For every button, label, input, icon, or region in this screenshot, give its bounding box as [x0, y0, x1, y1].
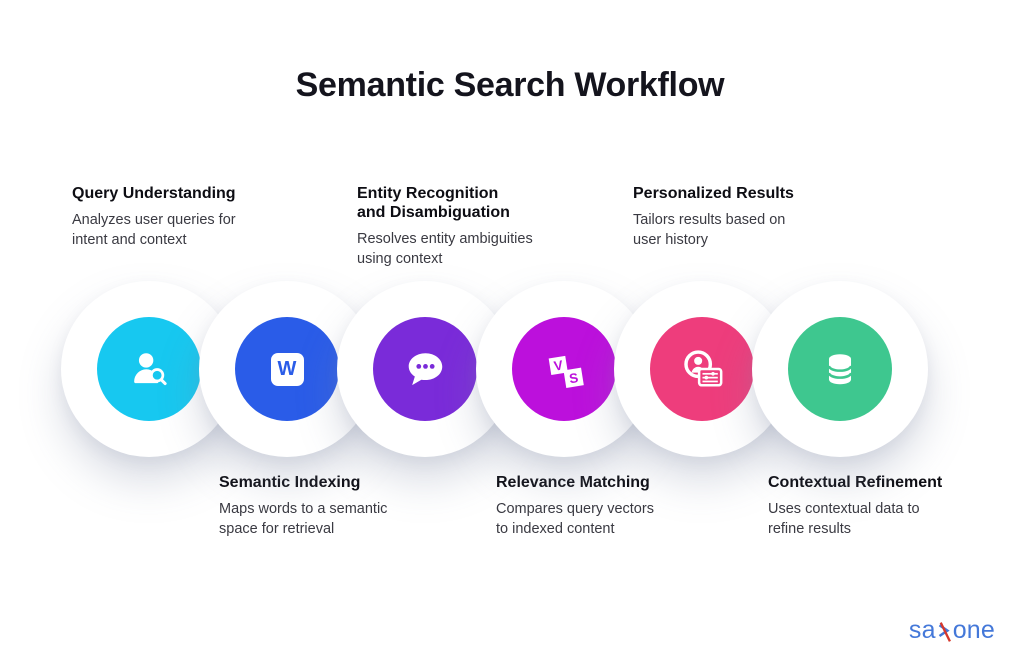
step-heading: Semantic Indexing	[219, 474, 361, 491]
icon-letter-v: V	[553, 357, 564, 373]
step-description: Compares query vectors to indexed conten…	[496, 500, 654, 538]
step-disc	[650, 317, 754, 421]
step-heading: Entity Recognition and Disambiguation	[357, 185, 510, 221]
step-label-entity-recognition: Entity Recognition and Disambiguation Re…	[357, 185, 607, 270]
word-w-icon: W	[270, 352, 304, 386]
step-description: Maps words to a semantic space for retri…	[219, 500, 388, 538]
logo-text-start: sa	[908, 616, 936, 644]
step-description: Analyzes user queries for intent and con…	[72, 211, 236, 249]
step-disc	[373, 317, 477, 421]
step-disc	[788, 317, 892, 421]
user-search-icon	[134, 353, 167, 386]
user-preferences-icon	[684, 350, 723, 387]
logo-y-glyph-icon	[938, 621, 951, 642]
step-circle-contextual-refinement	[752, 281, 928, 457]
step-disc: W	[235, 317, 339, 421]
versus-icon: V S	[548, 355, 584, 388]
step-heading: Personalized Results	[633, 185, 794, 202]
step-description: Uses contextual data to refine results	[768, 500, 920, 538]
step-heading: Contextual Refinement	[768, 474, 943, 491]
chat-bubble-icon	[408, 353, 443, 386]
logo-text-end: one	[952, 616, 995, 644]
step-circle-semantic-indexing: W	[199, 281, 375, 457]
icon-letter: W	[277, 357, 297, 380]
database-icon	[827, 354, 853, 385]
step-disc	[97, 317, 201, 421]
sayone-logo: sa one	[909, 616, 995, 645]
step-heading: Relevance Matching	[496, 474, 650, 491]
page-title: Semantic Search Workflow	[295, 66, 725, 104]
step-description: Resolves entity ambiguities using contex…	[357, 230, 533, 268]
step-heading: Query Understanding	[72, 185, 236, 202]
step-label-query-understanding: Query Understanding Analyzes user querie…	[72, 185, 322, 251]
step-label-personalized-results: Personalized Results Tailors results bas…	[633, 185, 883, 251]
step-label-relevance-matching: Relevance Matching Compares query vector…	[496, 474, 746, 540]
step-disc: V S	[512, 317, 616, 421]
step-label-semantic-indexing: Semantic Indexing Maps words to a semant…	[219, 474, 469, 540]
icon-letter-s: S	[568, 370, 579, 386]
step-label-contextual-refinement: Contextual Refinement Uses contextual da…	[768, 474, 1018, 540]
step-description: Tailors results based on user history	[633, 211, 786, 249]
